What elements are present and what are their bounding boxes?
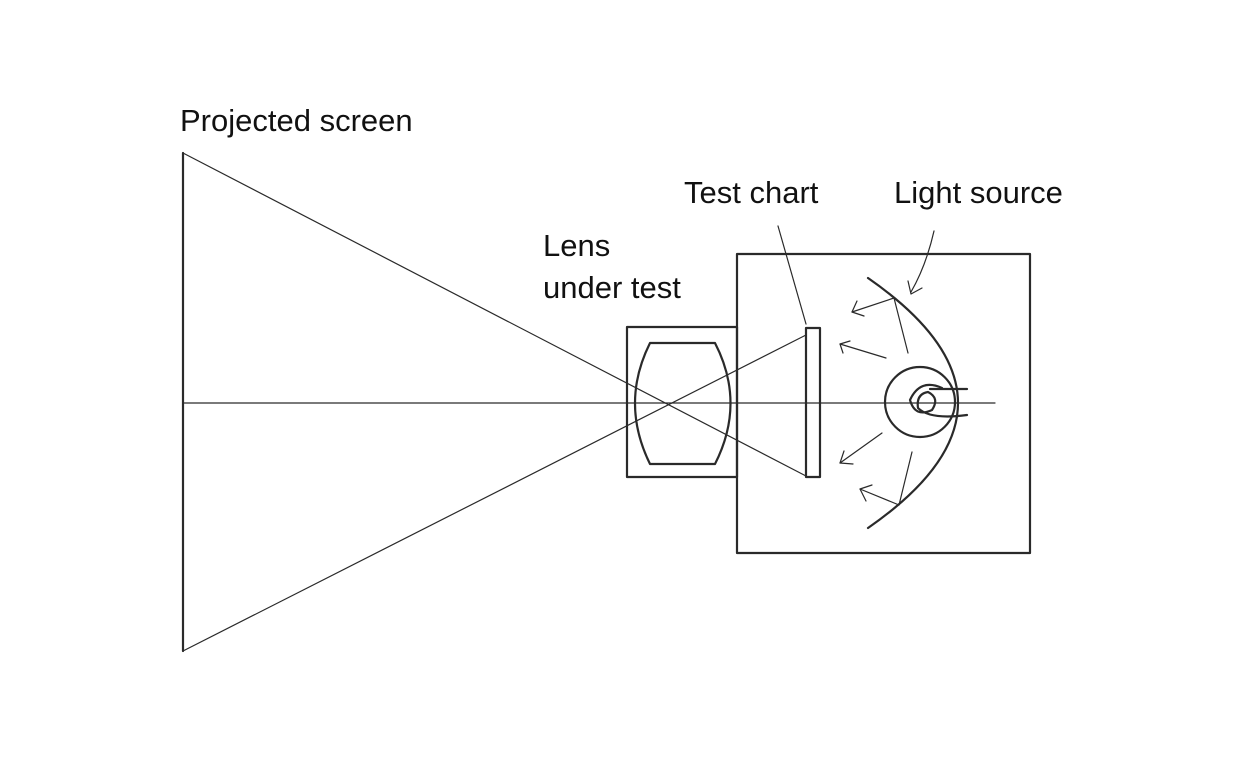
parabolic-reflector [866,276,960,530]
lamp-filament [908,383,969,418]
reflected-ray-upper-left [893,297,909,354]
reflected-ray-mid-upper-arrowhead [839,340,851,354]
reflected-ray-lower-arrowhead [859,484,873,502]
light-source-housing [735,252,1032,555]
label-lens-line2: under test [543,270,681,305]
reflected-ray-upper-arrowhead [851,300,865,317]
label-projected-screen: Projected screen [180,103,413,138]
reflected-ray-mid-lower [839,432,883,464]
light-source-leader [910,230,935,293]
lamp-bulb [883,365,957,439]
reflected-ray-mid-lower-arrowhead [839,450,854,465]
projection-ray-upper [182,152,807,477]
light-source-leader-arrowhead [907,280,923,295]
lens-element [633,341,732,466]
reflected-ray-lower-out [859,488,900,506]
reflected-ray-lower-right [898,451,913,506]
label-test-chart: Test chart [684,175,819,210]
test-chart-leader [777,225,807,325]
label-light-source: Light source [894,175,1063,210]
projection-ray-lower [182,334,807,652]
reflected-ray-upper-out [851,297,895,313]
test-chart-plate [804,326,822,479]
reflected-ray-mid-upper [839,343,887,359]
label-lens-line1: Lens [543,228,610,263]
